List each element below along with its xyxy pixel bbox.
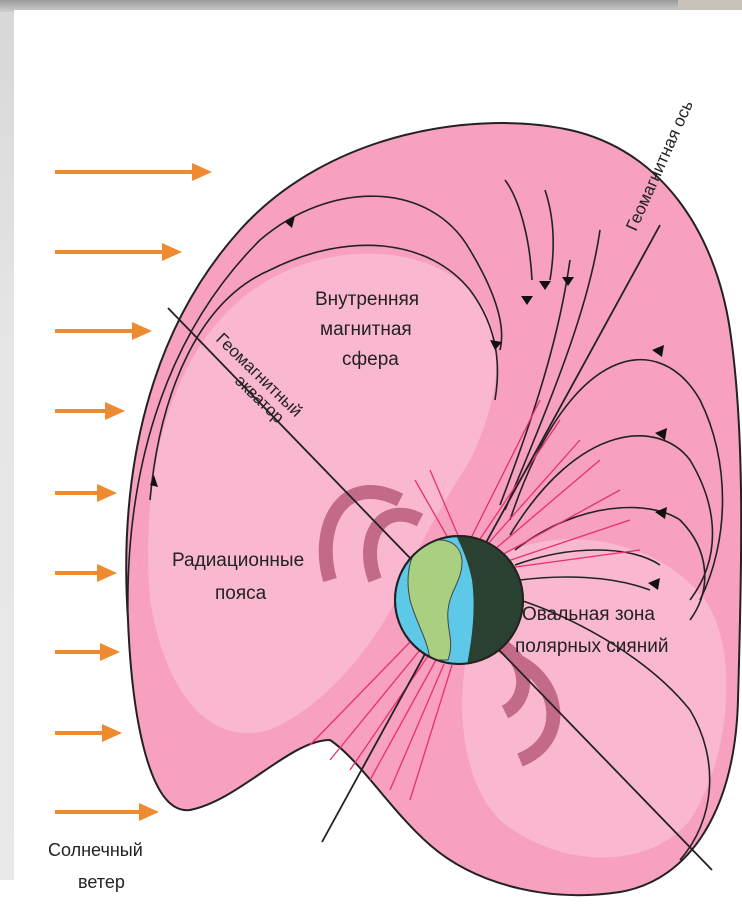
arrow-right-icon (55, 163, 212, 181)
inner-magnetosphere-label-line3: сфера (342, 349, 399, 370)
radiation-belts-label-line1: Радиационные (172, 550, 304, 571)
inner-magnetosphere-label-line1: Внутренняя (315, 289, 419, 310)
radiation-belts-label-line2: пояса (215, 583, 267, 604)
solar-wind-label-line2: ветер (78, 872, 125, 892)
arrow-right-icon (55, 564, 117, 582)
auroral-oval-label-line2: полярных сияний (515, 636, 668, 657)
inner-magnetosphere-label-line2: магнитная (320, 319, 412, 340)
arrow-right-icon (55, 803, 159, 821)
arrow-right-icon (55, 724, 122, 742)
arrow-right-icon (55, 643, 120, 661)
arrow-right-icon (55, 484, 117, 502)
arrow-right-icon (55, 243, 182, 261)
arrow-right-icon (55, 322, 152, 340)
auroral-oval-label-line1: Овальная зона (522, 604, 655, 625)
arrow-right-icon (55, 402, 125, 420)
solar-wind-label-line1: Солнечный (48, 840, 143, 860)
